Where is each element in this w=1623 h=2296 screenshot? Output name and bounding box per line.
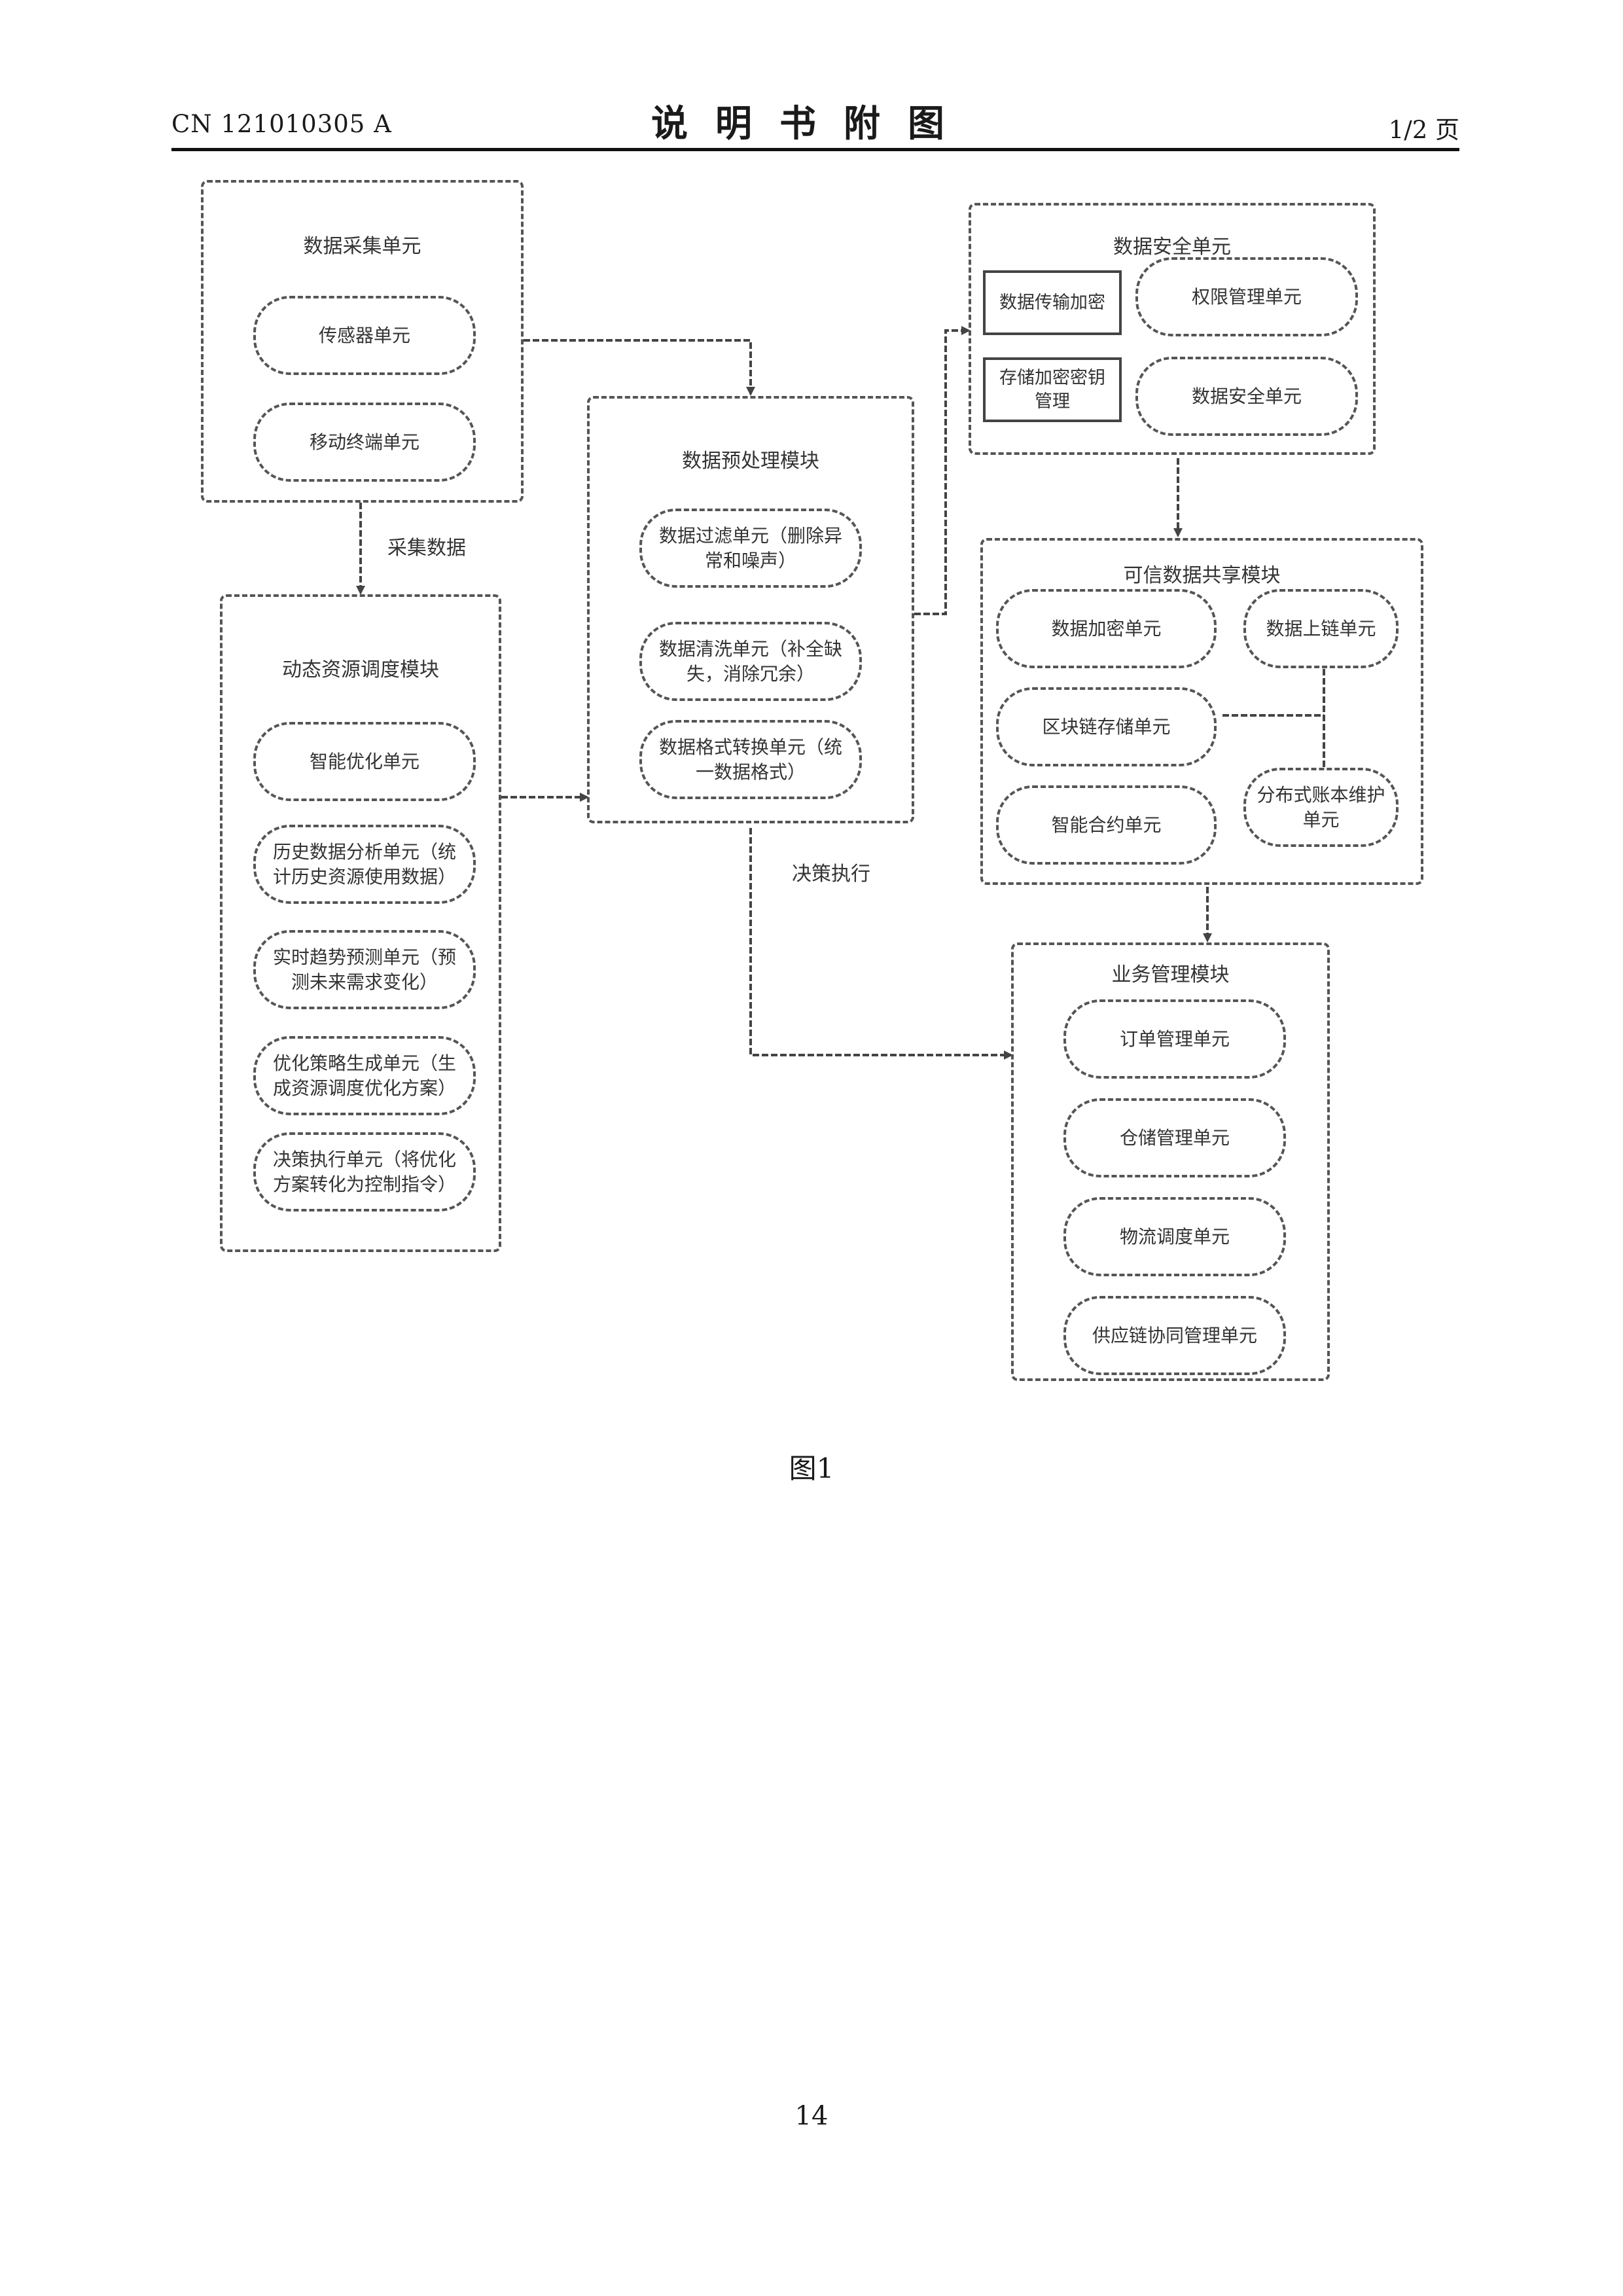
edge-label-execute: 决策执行: [792, 857, 870, 886]
data-collection-title: 数据采集单元: [204, 230, 521, 259]
strategy-generation-unit: 优化策略生成单元（生成资源调度优化方案）: [253, 1036, 476, 1115]
ledger-maintenance-unit: 分布式账本维护单元: [1243, 768, 1399, 847]
figure-caption: 图1: [746, 1446, 877, 1486]
decision-execution-unit: 决策执行单元（将优化方案转化为控制指令）: [253, 1132, 476, 1211]
data-security-unit: 数据安全单元: [1135, 357, 1358, 436]
order-management-unit: 订单管理单元: [1063, 999, 1286, 1079]
smart-contract-unit: 智能合约单元: [996, 785, 1217, 865]
mobile-terminal-unit: 移动终端单元: [253, 403, 476, 482]
permission-management-unit: 权限管理单元: [1135, 257, 1358, 336]
history-analysis-unit: 历史数据分析单元（统计历史资源使用数据）: [253, 825, 476, 904]
arrow-preprocess-to-security: [914, 331, 969, 614]
data-security-title: 数据安全单元: [971, 230, 1373, 259]
system-block-diagram: 数据采集单元 传感器单元 移动终端单元 采集数据 动态资源调度模块 智能优化单元…: [0, 0, 1623, 1571]
edge-label-collect: 采集数据: [387, 531, 466, 560]
trusted-sharing-title: 可信数据共享模块: [983, 559, 1421, 588]
supply-chain-coordination-unit: 供应链协同管理单元: [1063, 1296, 1286, 1375]
preprocessing-title: 数据预处理模块: [590, 444, 912, 473]
data-upchain-unit: 数据上链单元: [1243, 589, 1399, 668]
page-number: 14: [746, 2101, 877, 2131]
intelligent-optimization-unit: 智能优化单元: [253, 722, 476, 801]
logistics-scheduling-unit: 物流调度单元: [1063, 1197, 1286, 1276]
transmission-encryption-unit: 数据传输加密: [983, 270, 1122, 335]
business-management-title: 业务管理模块: [1014, 958, 1327, 987]
warehouse-management-unit: 仓储管理单元: [1063, 1098, 1286, 1177]
format-conversion-unit: 数据格式转换单元（统一数据格式）: [639, 720, 862, 799]
trend-prediction-unit: 实时趋势预测单元（预测未来需求变化）: [253, 930, 476, 1009]
arrow-preprocess-to-business: [751, 828, 1011, 1055]
data-cleaning-unit: 数据清洗单元（补全缺失，消除冗余）: [639, 622, 862, 701]
sensor-unit: 传感器单元: [253, 296, 476, 375]
dynamic-scheduling-title: 动态资源调度模块: [223, 653, 499, 682]
key-management-unit: 存储加密密钥管理: [983, 357, 1122, 422]
blockchain-storage-unit: 区块链存储单元: [996, 687, 1217, 766]
arrow-collection-to-preprocess: [524, 340, 751, 394]
data-encryption-unit: 数据加密单元: [996, 589, 1217, 668]
data-filter-unit: 数据过滤单元（删除异常和噪声）: [639, 509, 862, 588]
